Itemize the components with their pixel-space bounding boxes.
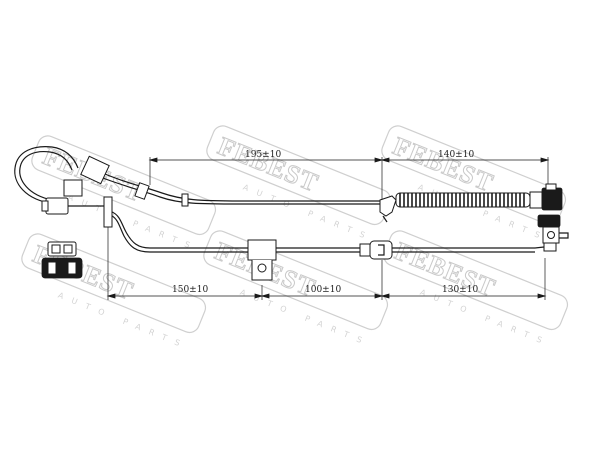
upper-grommet-3	[181, 193, 189, 207]
connector-upper-right	[529, 183, 563, 211]
dimension-label-100: 100±10	[305, 285, 341, 295]
upper-cable	[14, 146, 380, 207]
lower-clip	[247, 239, 277, 261]
svg-text:FEBEST: FEBEST	[214, 131, 323, 197]
watermark-2: FEBEST AUTO PARTS	[206, 125, 392, 243]
dimension-label-130: 130±10	[442, 285, 478, 295]
dimension-top-right: 140±10	[380, 150, 550, 188]
connector-lower-left	[41, 241, 83, 279]
dimension-top-left: 195±10	[148, 150, 384, 205]
upper-bracket	[63, 179, 83, 197]
lower-cable	[111, 211, 535, 281]
upper-grommet-2	[134, 182, 150, 200]
lower-grommet	[359, 243, 371, 257]
svg-text:FEBEST: FEBEST	[389, 131, 498, 197]
dimension-label-150: 150±10	[172, 285, 208, 295]
dimension-label-195: 195±10	[245, 150, 281, 160]
dimension-bottom: 150±10 100±10 130±10	[106, 215, 547, 300]
upper-grommet-1	[80, 155, 110, 185]
dimension-label-140: 140±10	[438, 150, 474, 160]
sensor-lower-right	[534, 214, 569, 252]
tube-clip	[379, 195, 397, 223]
watermark-1: FEBEST AUTO PARTS	[31, 135, 217, 253]
corrugated-tube	[395, 192, 531, 208]
